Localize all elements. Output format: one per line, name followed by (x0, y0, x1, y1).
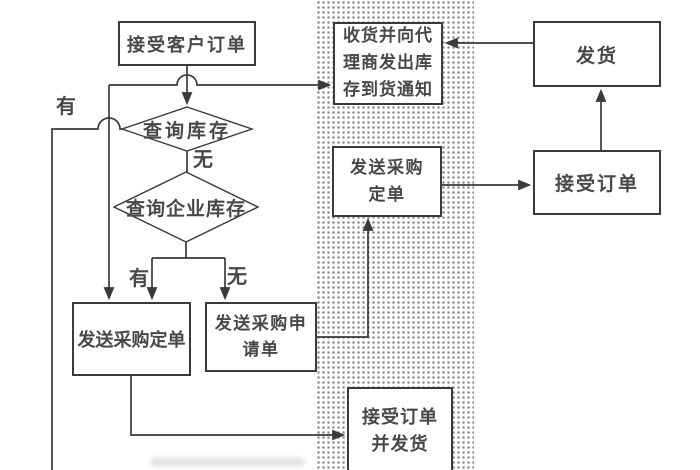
node-check-enterprise-inventory-label: 查询企业库存 (125, 197, 246, 220)
node-receive-goods-notify-agent: 收货并向代理商发出库存到货通知 (333, 22, 443, 105)
node-send-purchase-order-left: 发送采购定单 (72, 302, 191, 376)
node-accept-order: 接受订单 (533, 150, 661, 215)
node-accept-order-and-ship: 接受订单并发货 (347, 387, 453, 470)
edge-label-none-bottom: 无 (227, 264, 247, 288)
edge-left-order-to-accept-ship (130, 376, 346, 441)
edge-label-have-bottom: 有 (129, 266, 149, 290)
scan-artifact-smudge (150, 458, 305, 466)
node-accept-order-and-ship-label: 接受订单并发货 (362, 407, 438, 455)
node-accept-customer-order-label: 接受客户订单 (127, 34, 247, 56)
node-send-purchase-order-left-label: 发送采购定单 (77, 330, 186, 351)
edge-label-none-top: 无 (193, 147, 213, 171)
node-send-purchase-order-middle-label: 发送采购定单 (350, 157, 424, 205)
node-send-purchase-requisition-label: 发送采购申请单 (214, 314, 308, 360)
edge-branch-bar (152, 242, 225, 259)
edge-label-have-top: 有 (56, 94, 76, 118)
node-accept-order-label: 接受订单 (554, 173, 639, 195)
node-ship-goods-label: 发货 (575, 44, 618, 67)
node-check-inventory-label: 查询库存 (142, 119, 231, 142)
node-accept-customer-order: 接受客户订单 (118, 21, 256, 66)
node-send-purchase-requisition: 发送采购申请单 (205, 302, 317, 372)
node-receive-goods-notify-agent-label: 收货并向代理商发出库存到货通知 (343, 26, 433, 100)
edge-requisition-to-mid-order (317, 217, 374, 338)
edge-check-inventory-have-left-drop (51, 117, 122, 470)
node-send-purchase-order-middle: 发送采购定单 (332, 146, 442, 217)
edge-corner-to-receive-notice (109, 74, 332, 91)
node-ship-goods: 发货 (533, 21, 661, 87)
